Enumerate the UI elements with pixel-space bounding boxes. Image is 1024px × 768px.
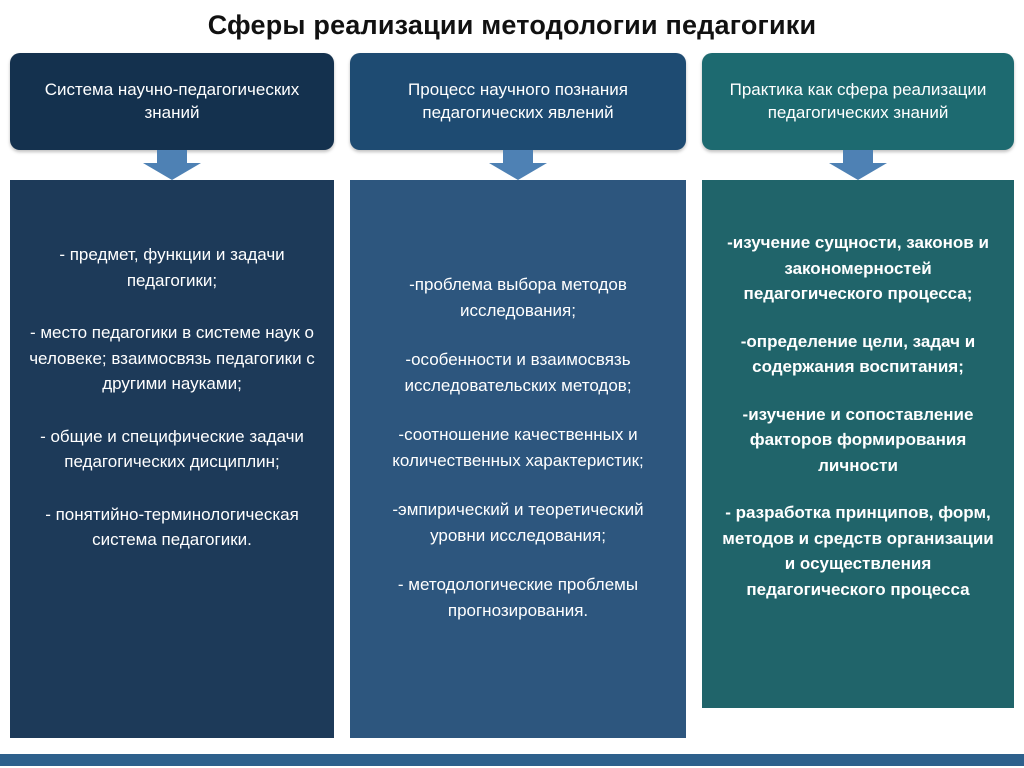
arrow-head <box>829 163 887 180</box>
column-header: Система научно-педагогических знаний <box>10 53 334 150</box>
list-item: - общие и специфические задачи педагогич… <box>40 426 304 472</box>
arrow-down-icon <box>350 150 686 180</box>
list-item: - методологические проблемы прогнозирова… <box>397 575 639 620</box>
arrow-stem <box>157 150 187 163</box>
arrow-down-icon <box>702 150 1014 180</box>
list-item: -соотношение качественных и количественн… <box>392 425 644 470</box>
column-body: -изучение сущности, законов и закономерн… <box>702 180 1014 708</box>
list-item: -изучение сущности, законов и закономерн… <box>727 233 989 303</box>
arrow-stem <box>843 150 873 163</box>
list-item: -определение цели, задач и содержания во… <box>740 331 976 377</box>
column-practice-sphere: Практика как сфера реализации педагогиче… <box>702 53 1014 738</box>
slide-title: Сферы реализации методологии педагогики <box>207 10 817 40</box>
list-item: -проблема выбора методов исследования; <box>409 275 627 320</box>
column-scientific-cognition-process: Процесс научного познания педагогических… <box>350 53 686 738</box>
list-item: -особенности и взаимосвязь исследователь… <box>404 350 632 395</box>
list-item: - разработка принципов, форм, методов и … <box>722 503 994 599</box>
list-item: -эмпирический и теоретический уровни исс… <box>392 500 644 545</box>
list-item: -изучение и сопоставление факторов форми… <box>742 404 974 475</box>
column-body: - предмет, функции и задачи педагогики; … <box>10 180 334 738</box>
arrow-head <box>143 163 201 180</box>
column-science-knowledge-system: Система научно-педагогических знаний - п… <box>10 53 334 738</box>
arrow-head <box>489 163 547 180</box>
arrow-stem <box>503 150 533 163</box>
column-body: -проблема выбора методов исследования; -… <box>350 180 686 738</box>
footer-bar <box>0 754 1024 766</box>
column-header: Процесс научного познания педагогических… <box>350 53 686 150</box>
list-item: - понятийно-терминологическая система пе… <box>45 504 299 550</box>
arrow-down-icon <box>10 150 334 180</box>
column-header: Практика как сфера реализации педагогиче… <box>702 53 1014 150</box>
columns-container: Система научно-педагогических знаний - п… <box>0 41 1024 738</box>
list-item: - место педагогики в системе наук о чело… <box>29 323 315 393</box>
list-item: - предмет, функции и задачи педагогики; <box>59 245 285 290</box>
